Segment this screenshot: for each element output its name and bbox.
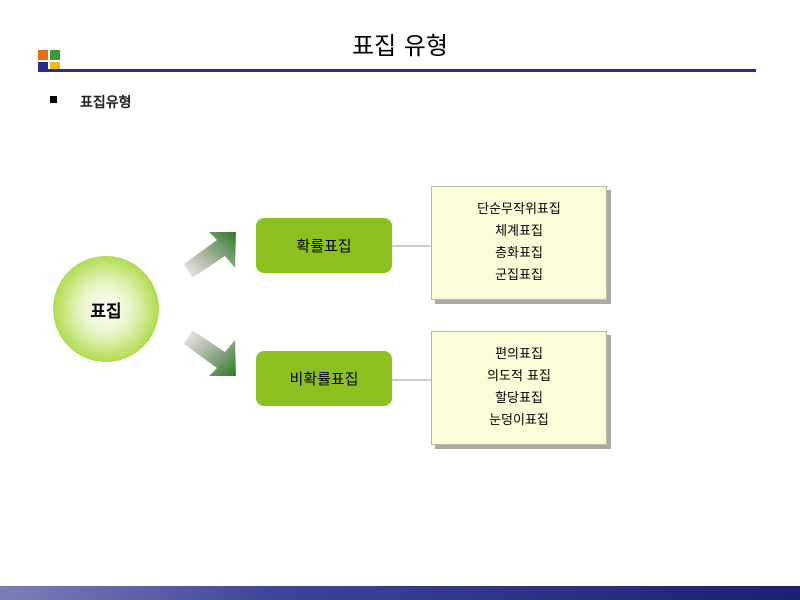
root-node-circle: 표집 [53, 256, 159, 362]
bullet-text: 표집유형 [80, 95, 132, 111]
note-item: 체계표집 [495, 224, 543, 239]
note-item: 군집표집 [495, 268, 543, 283]
logo-squares-icon [38, 50, 60, 72]
note-item: 편의표집 [495, 347, 543, 362]
note-item: 층화표집 [495, 246, 543, 261]
branch-node-non-probability: 비확률표집 [256, 351, 392, 406]
branch-node-label: 비확률표집 [289, 370, 359, 388]
footer-bar [0, 586, 800, 600]
page-title: 표집 유형 [352, 32, 448, 60]
note-item: 단순무작위표집 [477, 202, 561, 217]
bullet-square-icon [50, 96, 57, 103]
root-node-label: 표집 [90, 301, 122, 322]
arrow-up-right-icon [184, 232, 236, 278]
arrow-down-right-icon [184, 330, 236, 376]
note-item: 할당표집 [495, 391, 543, 406]
branch-node-label: 확률표집 [296, 237, 352, 255]
branch-node-probability: 확률표집 [256, 218, 392, 273]
note-item: 의도적 표집 [487, 369, 551, 384]
note-box-probability: 단순무작위표집 체계표집 층화표집 군집표집 [431, 186, 607, 300]
title-divider [38, 69, 756, 72]
note-item: 눈덩이표집 [489, 413, 549, 428]
note-box-non-probability: 편의표집 의도적 표집 할당표집 눈덩이표집 [431, 331, 607, 445]
